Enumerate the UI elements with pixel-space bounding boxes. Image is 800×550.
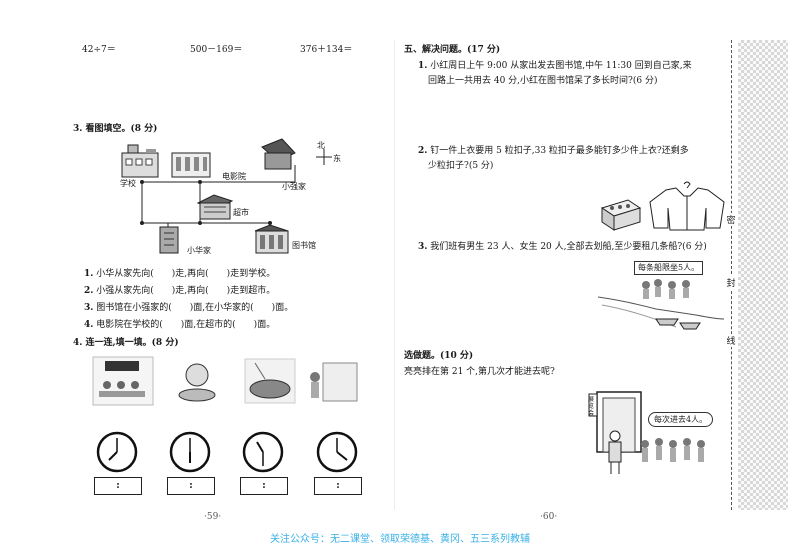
page-divider — [394, 40, 395, 510]
q3-item-3: 3. 图书馆在小强家的( )面,在小华家的( )面。 — [84, 303, 294, 313]
label-library: 图书馆 — [292, 241, 316, 250]
boats — [655, 318, 701, 330]
eating-picture — [178, 363, 216, 402]
q3-item-2: 2. 小强从家先向( )走,再向( )走到超市。 — [84, 286, 276, 296]
clocks — [96, 431, 358, 473]
clock-1 — [96, 431, 138, 473]
label-xiaoqiang-home: 小强家 — [282, 182, 306, 191]
compass-east: 东 — [333, 154, 341, 163]
seal-dashed-line — [731, 40, 732, 510]
page-number-right: ·60· — [540, 512, 558, 522]
optional-title: 选做题。(10 分) — [404, 351, 474, 361]
section5-title: 五、解决问题。(17 分) — [404, 45, 501, 55]
boat-sign: 每条船限坐5人。 — [634, 261, 704, 275]
clock-2 — [169, 431, 211, 473]
exhibition-scene — [588, 391, 705, 474]
school-building — [121, 144, 159, 178]
clock-3 — [242, 431, 284, 473]
library-building — [254, 224, 289, 254]
label-cinema: 电影院 — [222, 172, 246, 181]
button-box-icon — [600, 199, 642, 231]
calc-1: 42÷7＝ — [82, 45, 116, 55]
jacket-icon — [649, 181, 725, 231]
cinema-building — [171, 152, 211, 178]
calc-3: 376＋134＝ — [300, 45, 353, 55]
q3-item-4: 4. 电影院在学校的( )面,在超市的( )面。 — [84, 320, 276, 330]
page-number-left: ·59· — [204, 512, 222, 522]
label-xiaohua-home: 小华家 — [187, 246, 211, 255]
supermarket-building — [196, 194, 234, 220]
children-group — [642, 279, 690, 299]
xiaoqiang-house — [261, 138, 296, 170]
guard-figure — [608, 430, 622, 474]
label-supermarket: 超市 — [233, 208, 249, 217]
q3-title: 3. 看图填空。(8 分) — [73, 124, 158, 134]
calc-2: 500－169＝ — [190, 45, 243, 55]
problem-2-line-1: 2. 钉一件上衣要用 5 粒扣子,33 粒扣子最多能钉多少件上衣?还剩多 — [418, 146, 689, 156]
q3-item-1: 1. 小华从家先向( )走,再向( )走到学校。 — [84, 269, 276, 279]
classroom-picture — [92, 356, 154, 406]
buttons-and-jacket — [600, 181, 725, 231]
problem-1-line-2: 回路上一共用去 40 分,小红在图书馆呆了多长时间?(6 分) — [428, 76, 658, 86]
time-answer-box-4[interactable]: : — [314, 477, 362, 495]
seal-char-xian: 线 — [724, 334, 738, 347]
clock-4 — [316, 431, 358, 473]
time-answer-box-3[interactable]: : — [240, 477, 288, 495]
q4-title: 4. 连一连,填一填。(8 分) — [73, 338, 179, 348]
home-picture — [310, 362, 358, 402]
exhibition-plate: 展览会 — [588, 396, 595, 417]
footer-banner: 关注公众号：无二课堂、领取荣德基、黄冈、五三系列教辅 — [270, 534, 530, 545]
boat-scene — [597, 279, 725, 330]
label-school: 学校 — [120, 179, 136, 188]
xiaohua-house — [159, 226, 179, 254]
activity-pictures — [92, 356, 358, 406]
playground-picture — [244, 358, 296, 404]
seal-char-feng: 封 — [724, 276, 738, 289]
problem-3: 3. 我们班有男生 23 人、女生 20 人,全部去划船,至少要租几条船?(6 … — [418, 242, 707, 252]
direction-map — [121, 138, 332, 254]
seal-char-mi: 密 — [724, 213, 738, 226]
binding-strip — [738, 40, 788, 510]
time-answer-box-2[interactable]: : — [167, 477, 215, 495]
door-speech-bubble: 每次进去4人。 — [648, 412, 714, 427]
problem-1-line-1: 1. 小红周日上午 9:00 从家出发去图书馆,中午 11:30 回到自己家,来 — [418, 61, 692, 71]
problem-2-line-2: 少粒扣子?(5 分) — [428, 161, 494, 171]
queue-children — [641, 438, 705, 462]
compass-north: 北 — [317, 141, 325, 150]
optional-question: 亮亮排在第 21 个,第几次才能进去呢? — [404, 367, 555, 377]
time-answer-box-1[interactable]: : — [94, 477, 142, 495]
